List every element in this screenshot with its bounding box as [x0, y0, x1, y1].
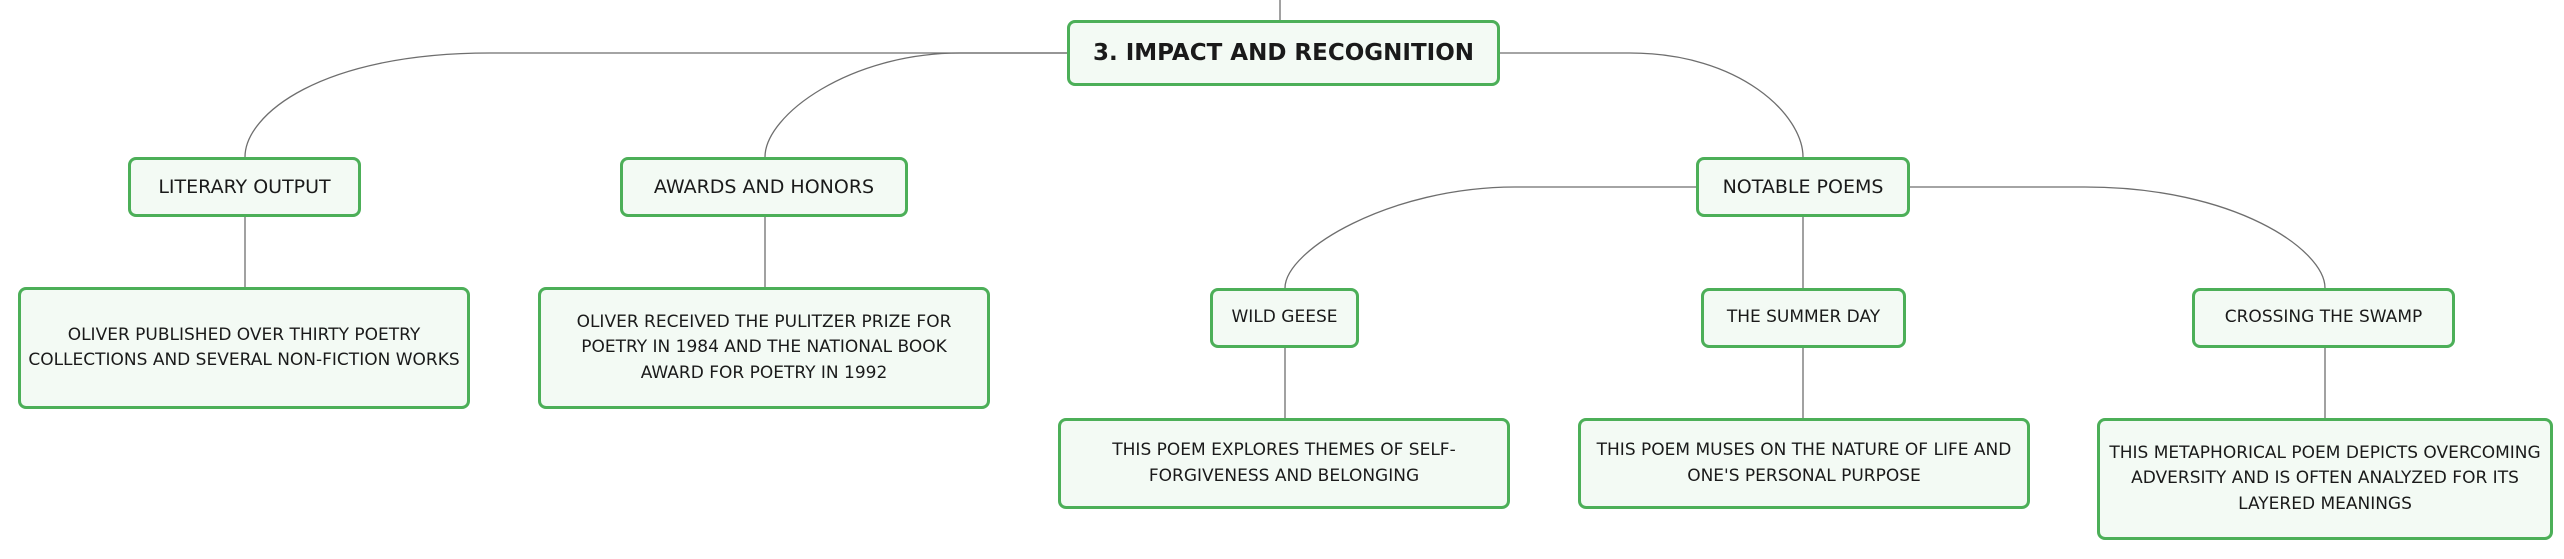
detail-literary-output[interactable]: OLIVER PUBLISHED OVER THIRTY POETRY COLL…: [18, 287, 470, 409]
topic-awards-and-honors[interactable]: AWARDS AND HONORS: [620, 157, 908, 217]
connector-literary-output: [244, 52, 1067, 158]
connector-awards-and-honors: [764, 52, 1067, 158]
root-topic[interactable]: 3. IMPACT AND RECOGNITION: [1067, 20, 1500, 86]
topic-literary-output[interactable]: LITERARY OUTPUT: [128, 157, 361, 217]
detail-awards-and-honors[interactable]: OLIVER RECEIVED THE PULITZER PRIZE FOR P…: [538, 287, 990, 409]
connector-wild-geese: [1284, 186, 1696, 289]
topic-the-summer-day[interactable]: THE SUMMER DAY: [1701, 288, 1906, 348]
detail-crossing-the-swamp[interactable]: THIS METAPHORICAL POEM DEPICTS OVERCOMIN…: [2097, 418, 2553, 540]
connector-crossing-the-swamp: [1910, 186, 2326, 289]
topic-crossing-the-swamp[interactable]: CROSSING THE SWAMP: [2192, 288, 2455, 348]
topic-wild-geese[interactable]: WILD GEESE: [1210, 288, 1359, 348]
topic-notable-poems[interactable]: NOTABLE POEMS: [1696, 157, 1910, 217]
detail-the-summer-day[interactable]: THIS POEM MUSES ON THE NATURE OF LIFE AN…: [1578, 418, 2030, 509]
connector-notable-poems: [1500, 52, 1804, 158]
detail-wild-geese[interactable]: THIS POEM EXPLORES THEMES OF SELF-FORGIV…: [1058, 418, 1510, 509]
